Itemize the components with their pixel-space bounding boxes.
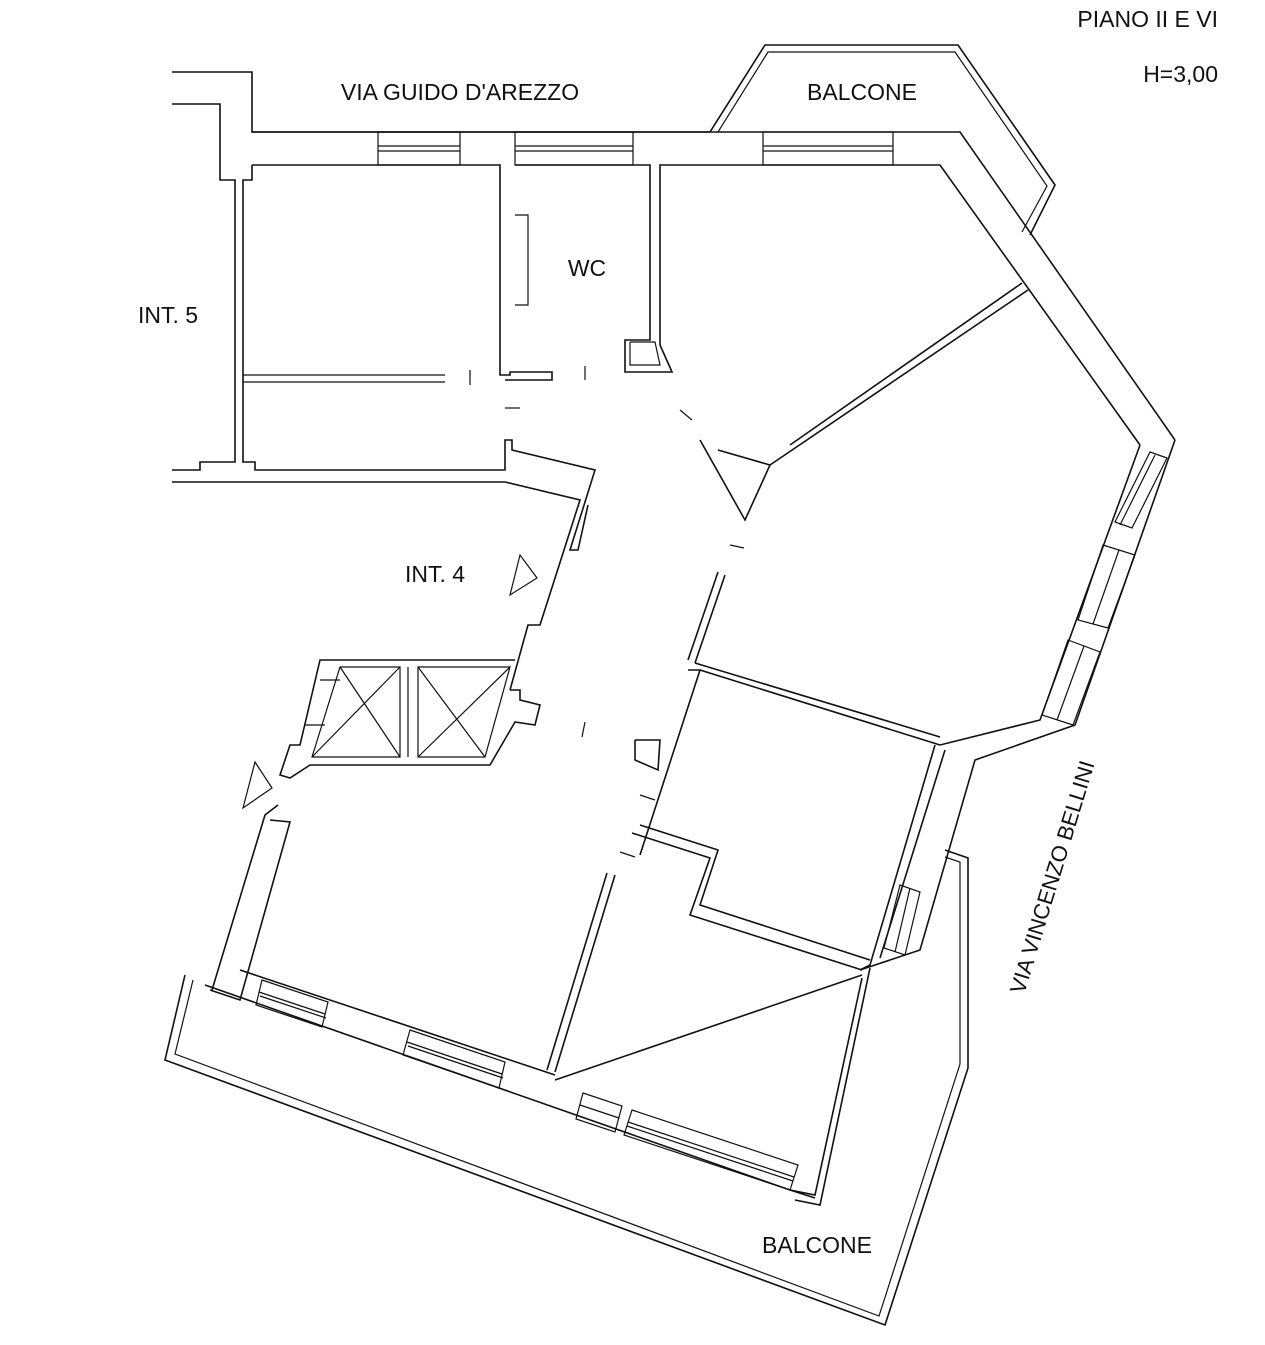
unit-4-label: INT. 4 xyxy=(405,561,465,587)
height-label: H=3,00 xyxy=(1143,61,1218,87)
door-marks xyxy=(469,366,745,858)
wc-label: WC xyxy=(568,255,606,281)
street-top-label: VIA GUIDO D'AREZZO xyxy=(341,79,579,105)
balcony-right xyxy=(164,849,969,1327)
stair-core xyxy=(242,553,541,810)
balcony-top xyxy=(709,44,1056,236)
right-rooms xyxy=(546,669,946,1206)
bottom-facade xyxy=(204,804,816,1199)
unit-5-label: INT. 5 xyxy=(138,302,198,328)
top-facade xyxy=(252,131,1176,446)
floor-label: PIANO II E VI xyxy=(1077,6,1218,32)
balcony-bottom-label: BALCONE xyxy=(762,1232,872,1258)
balcony-top-label: BALCONE xyxy=(807,79,917,105)
right-facade xyxy=(687,282,1176,971)
street-right-label: VIA VINCENZO BELLINI xyxy=(1005,758,1100,997)
